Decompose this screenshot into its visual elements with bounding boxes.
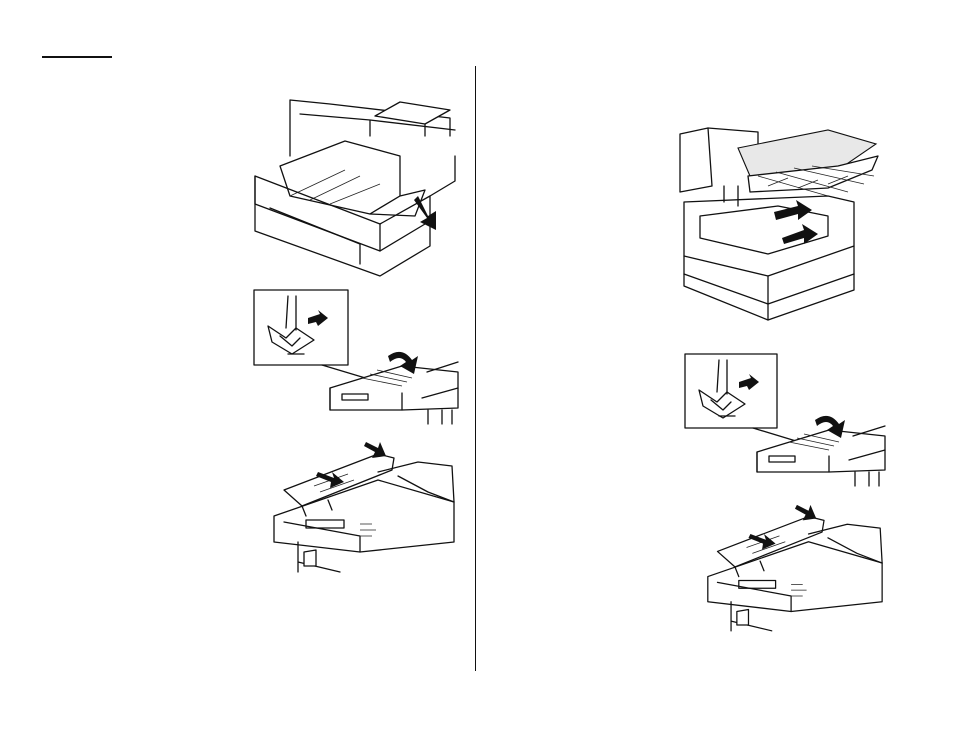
paper-cassette-insert-drawing-icon [678, 126, 884, 322]
cover-close-drawing-icon [268, 432, 458, 574]
paper-cassette-removal-drawing-icon [250, 96, 460, 276]
cover-close-illustration [268, 432, 458, 574]
column-divider [475, 66, 476, 671]
header-rule [42, 56, 112, 58]
cover-release-lever-illustration [252, 288, 458, 426]
cassette-insert-illustration [678, 126, 884, 322]
cover-release-lever-drawing-icon [252, 288, 458, 426]
cover-release-lever-drawing-icon [683, 352, 885, 488]
cover-release-lever-illustration-right [683, 352, 885, 488]
cover-close-drawing-icon [702, 494, 886, 634]
paper-cassette-removal-illustration [250, 96, 460, 276]
cover-close-illustration-right [702, 494, 886, 634]
